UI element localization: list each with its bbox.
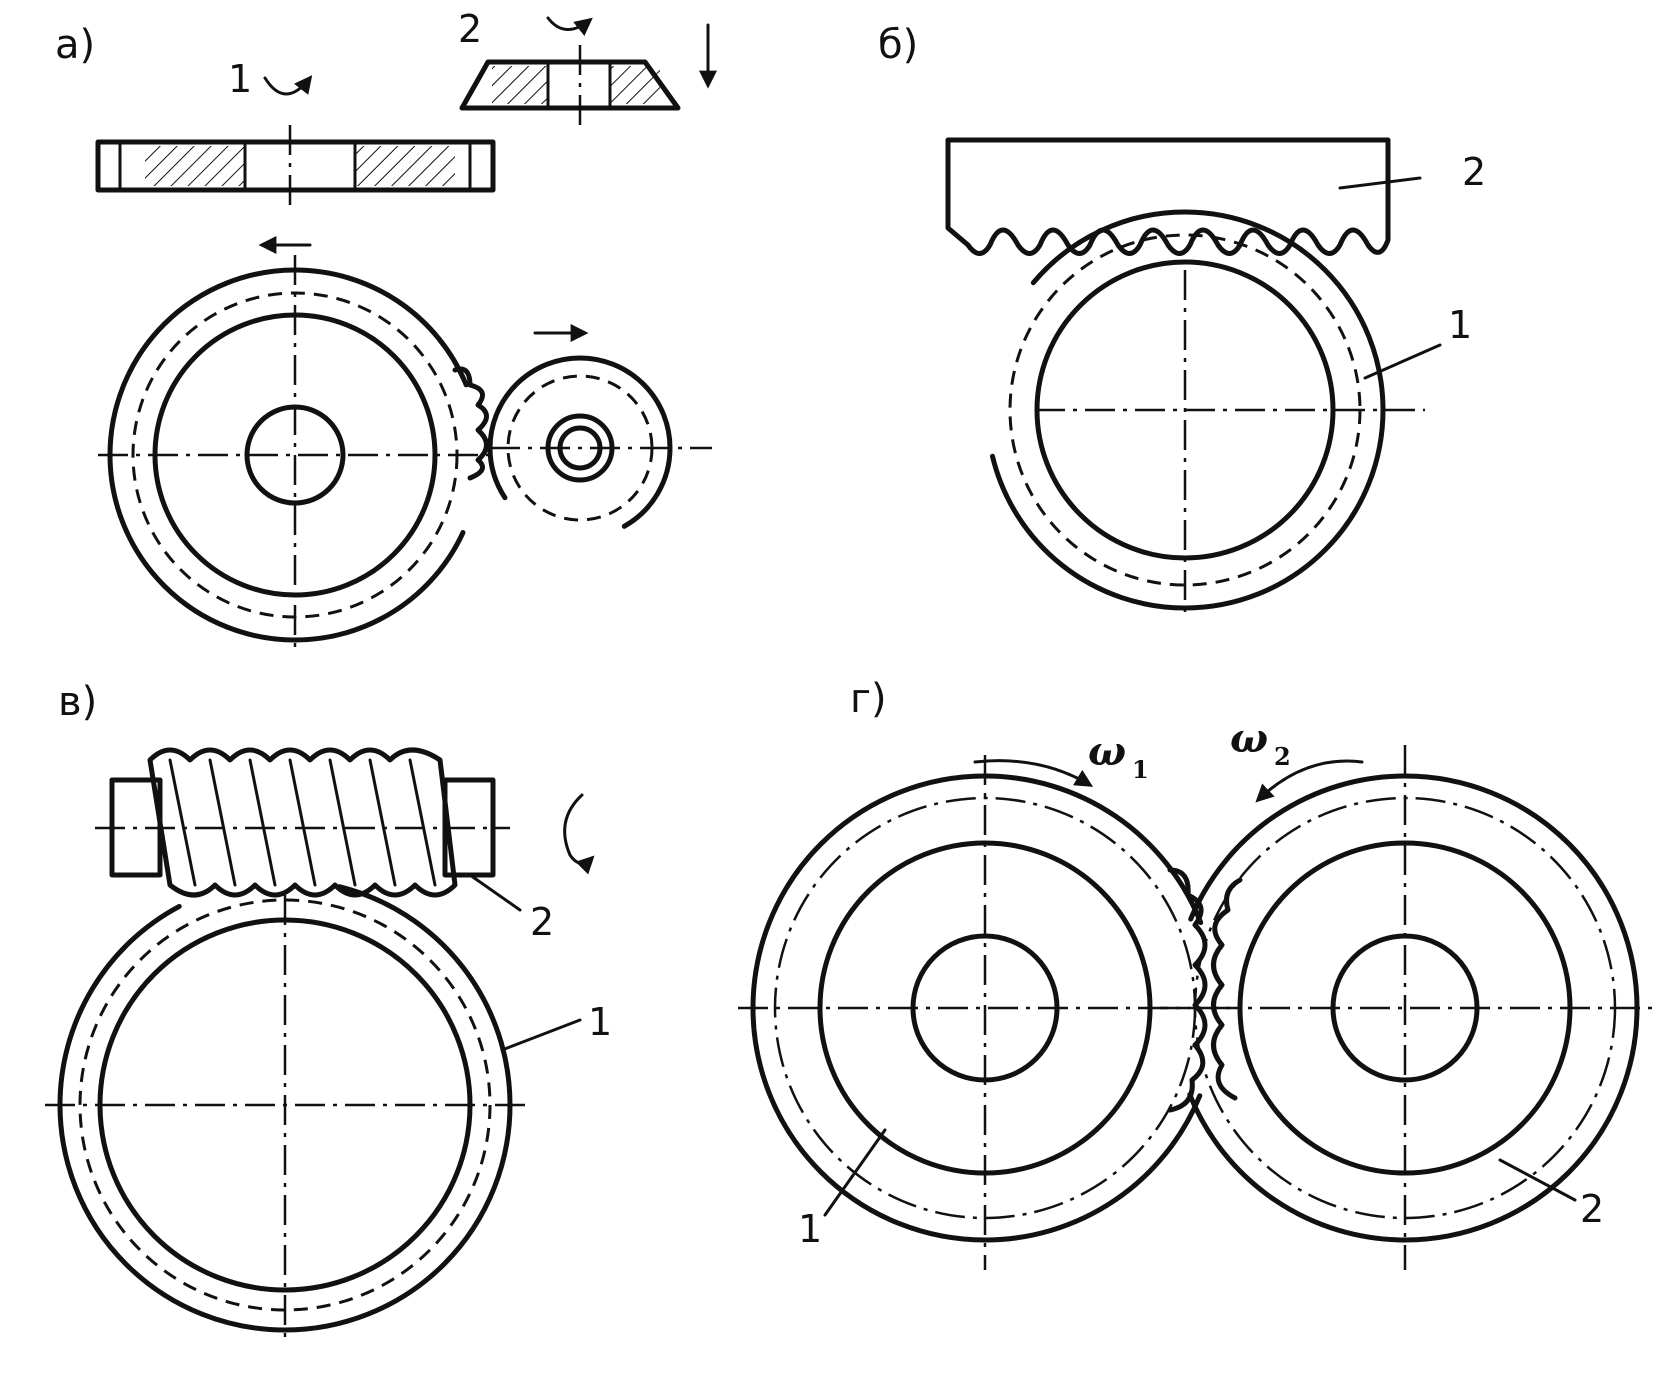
rotation-arrow-icon <box>263 75 313 96</box>
panel-c-number-wheel: 1 <box>588 1000 612 1044</box>
omega2-symbol: ω <box>1230 715 1268 762</box>
panel-c-wheel <box>45 877 582 1345</box>
panel-d-right-gear <box>1160 745 1655 1270</box>
omega2-index: 2 <box>1274 742 1291 771</box>
rotation-arrow-icon <box>973 759 1094 787</box>
omega1-symbol: ω <box>1088 728 1126 775</box>
panel-d-number-left-gear: 1 <box>798 1207 822 1251</box>
panel-a-small-gear <box>487 324 712 541</box>
panel-c-worm <box>95 747 595 912</box>
panel-b-gear <box>984 209 1442 615</box>
rotation-arrow-icon <box>1255 759 1364 803</box>
panel-d-number-right-gear: 2 <box>1580 1187 1604 1231</box>
rotation-arrow-icon <box>546 16 593 37</box>
panel-b-label: б) <box>878 22 918 68</box>
omega2-label: ω 2 <box>1230 715 1291 771</box>
panel-c: в) 2 1 <box>45 679 612 1345</box>
panel-b-number-gear: 1 <box>1448 303 1472 347</box>
panel-c-number-worm: 2 <box>530 900 554 944</box>
panel-b-rack <box>945 137 1422 256</box>
rotation-arrow-icon <box>563 793 595 875</box>
panel-d: г) ω 1 ω 2 1 <box>738 676 1655 1270</box>
panel-d-left-gear <box>738 755 1230 1270</box>
omega1-label: ω 1 <box>1088 728 1149 784</box>
panel-c-label: в) <box>58 679 97 725</box>
panel-b-number-rack: 2 <box>1462 150 1486 194</box>
panel-a-number-pinion: 2 <box>458 7 482 51</box>
panel-a-number-gear: 1 <box>228 57 252 101</box>
panel-a-large-gear <box>98 236 495 655</box>
panel-a-gear-section <box>95 125 496 205</box>
panel-d-label: г) <box>850 676 887 722</box>
panel-a-label: а) <box>55 22 95 68</box>
omega1-index: 1 <box>1132 755 1149 784</box>
panel-b: б) 2 1 <box>878 22 1486 615</box>
panel-a-pinion-section <box>459 45 681 125</box>
panel-a: а) 1 2 <box>55 7 717 655</box>
